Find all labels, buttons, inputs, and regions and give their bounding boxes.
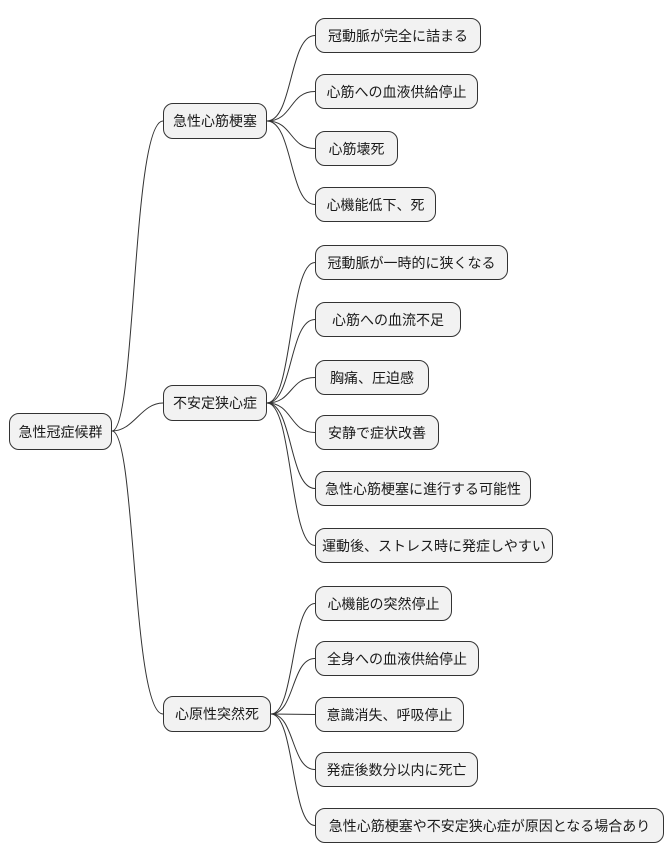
branch-node-sudden-cardiac-death: 心原性突然死 xyxy=(163,696,271,732)
edge-branch2-leaf xyxy=(266,402,316,489)
leaf-node: 全身への血液供給停止 xyxy=(315,641,479,676)
edge-branch1-leaf xyxy=(266,35,316,122)
leaf-node: 冠動脈が一時的に狭くなる xyxy=(315,245,508,280)
leaf-node: 心筋への血液供給停止 xyxy=(315,74,478,109)
edge-root-branch3 xyxy=(111,430,164,715)
edge-branch2-leaf xyxy=(266,402,316,546)
edge-branch1-leaf xyxy=(266,120,316,149)
edge-root-branch2 xyxy=(111,402,164,432)
leaf-node: 急性心筋梗塞や不安定狭心症が原因となる場合あり xyxy=(315,808,664,843)
leaf-node: 心機能の突然停止 xyxy=(315,586,452,621)
leaf-node: 冠動脈が完全に詰まる xyxy=(315,18,481,53)
leaf-node: 安静で症状改善 xyxy=(315,415,439,450)
edge-root-branch1 xyxy=(111,120,164,432)
leaf-node: 心筋壊死 xyxy=(315,131,398,166)
edge-branch2-leaf xyxy=(266,377,316,404)
root-node: 急性冠症候群 xyxy=(9,413,112,450)
leaf-node: 発症後数分以内に死亡 xyxy=(315,752,478,787)
leaf-node: 胸痛、圧迫感 xyxy=(315,360,429,395)
edge-branch3-leaf xyxy=(270,713,316,826)
leaf-node: 急性心筋梗塞に進行する可能性 xyxy=(315,471,531,506)
edge-branch2-leaf xyxy=(266,402,316,433)
leaf-node: 心筋への血流不足 xyxy=(315,302,461,337)
edge-branch2-leaf xyxy=(266,262,316,404)
edge-branch3-leaf xyxy=(270,713,316,715)
edge-branch1-leaf xyxy=(266,91,316,122)
branch-node-unstable-angina: 不安定狭心症 xyxy=(163,385,267,421)
edge-branch3-leaf xyxy=(270,603,316,715)
edge-branch2-leaf xyxy=(266,319,316,404)
edge-branch3-leaf xyxy=(270,658,316,715)
edge-branch1-leaf xyxy=(266,120,316,205)
leaf-node: 意識消失、呼吸停止 xyxy=(315,697,464,732)
branch-node-acute-mi: 急性心筋梗塞 xyxy=(163,103,267,139)
leaf-node: 心機能低下、死 xyxy=(315,187,436,222)
leaf-node: 運動後、ストレス時に発症しやすい xyxy=(315,528,553,563)
edge-branch3-leaf xyxy=(270,713,316,770)
